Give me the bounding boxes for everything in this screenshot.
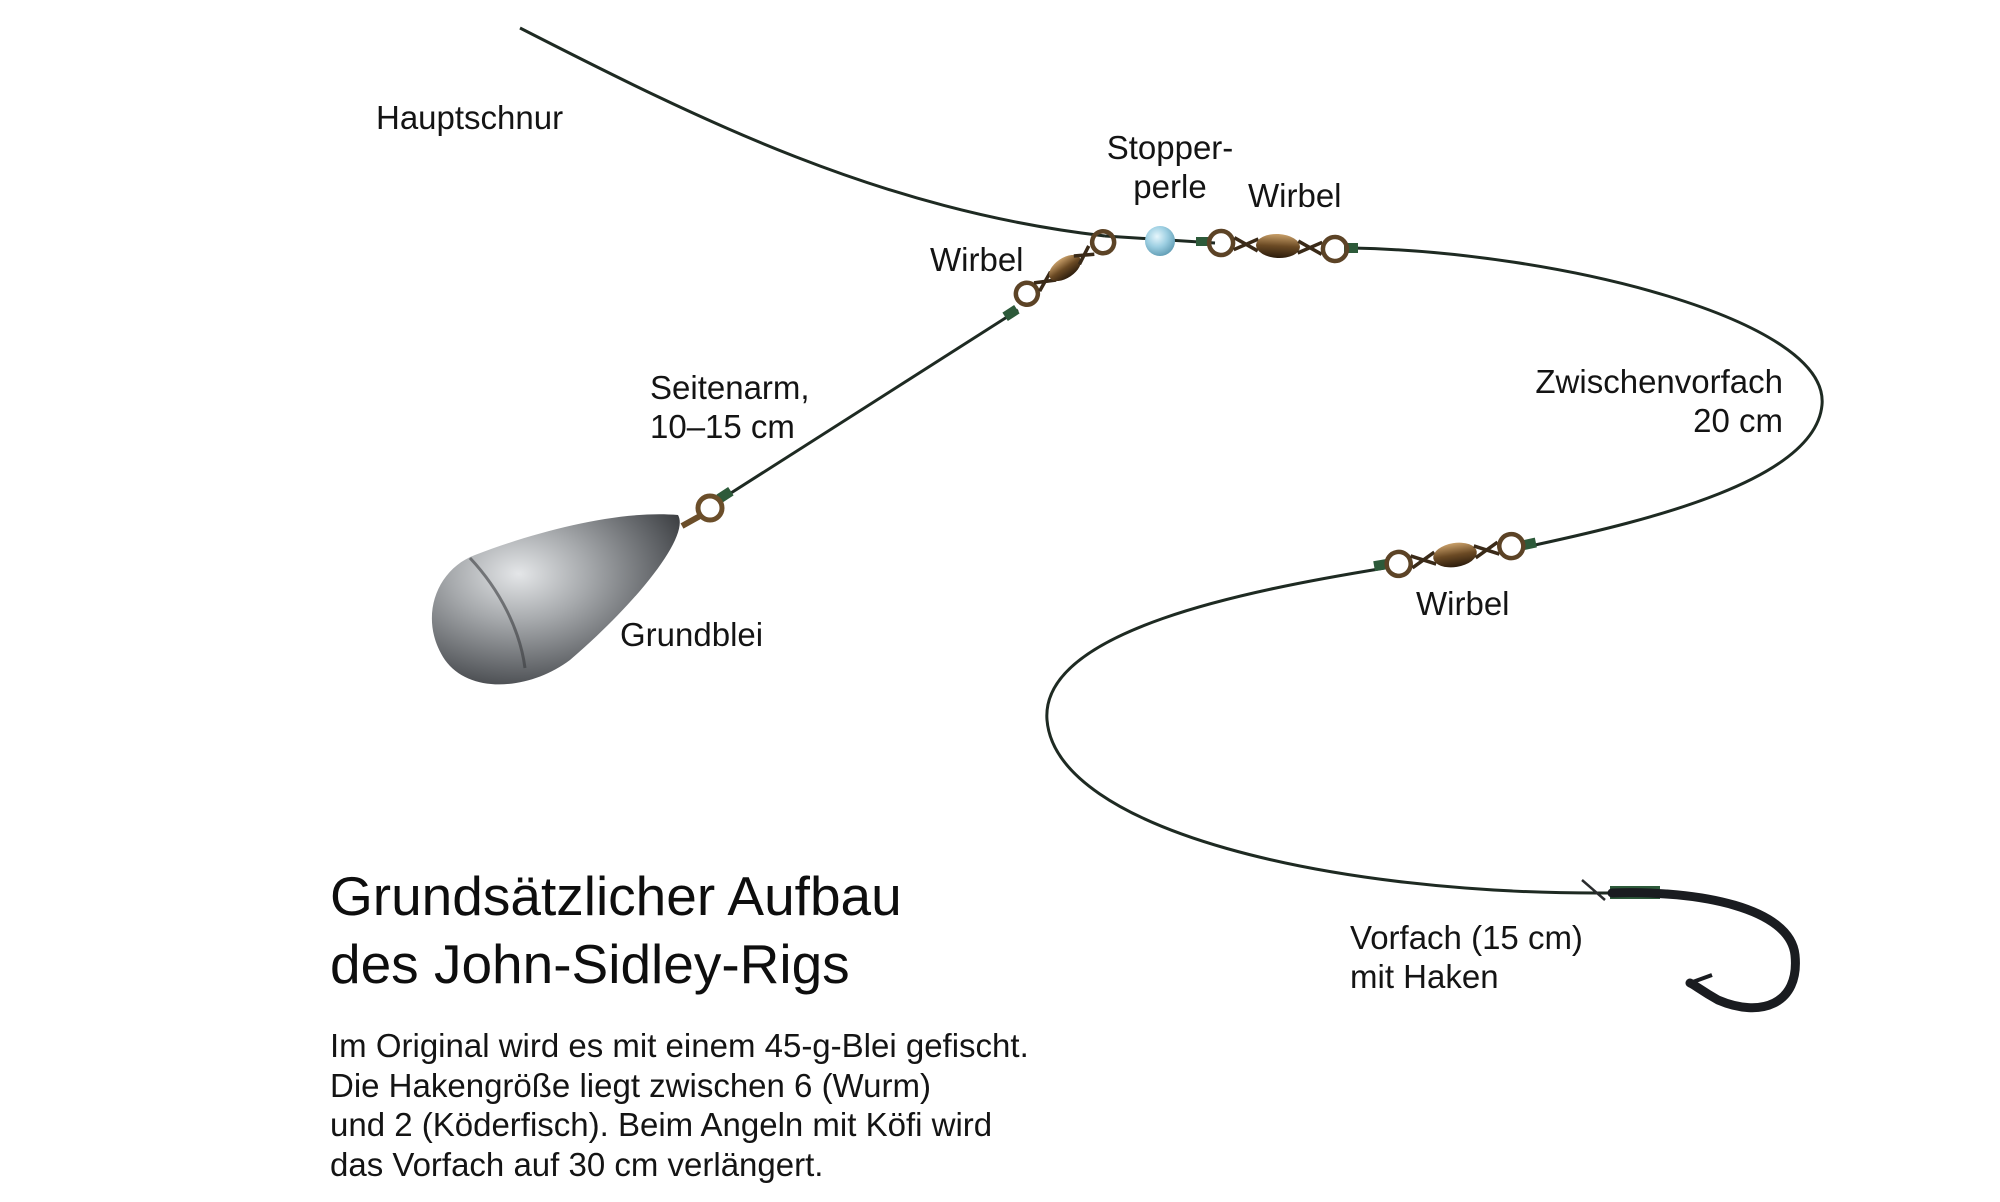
- swivel-top-right: [1206, 228, 1350, 264]
- hook: [1581, 879, 1800, 1013]
- sleeve-right-swivel: [1344, 243, 1358, 253]
- label-vorfach-line1: Vorfach (15 cm): [1350, 919, 1583, 956]
- hook-trace: [1045, 566, 1611, 895]
- sleeve-bead-left: [1196, 237, 1208, 246]
- description-line4: das Vorfach auf 30 cm verlängert.: [330, 1145, 824, 1183]
- label-wirbel-top-right: Wirbel: [1248, 177, 1342, 214]
- label-vorfach: Vorfach (15 cm) mit Haken: [1350, 918, 1583, 996]
- description-line2: Die Hakengröße liegt zwischen 6 (Wurm): [330, 1066, 931, 1104]
- label-hauptschnur: Hauptschnur: [376, 99, 564, 136]
- label-zwischenvorfach-line2: 20 cm: [1693, 402, 1783, 439]
- diagram-title: Grundsätzlicher Aufbau des John-Sidley-R…: [330, 862, 902, 998]
- label-zwischenvorfach: Zwischenvorfach 20 cm: [1480, 362, 1783, 440]
- intermediate-trace: [1351, 246, 1824, 547]
- label-seitenarm-line1: Seitenarm,: [650, 369, 810, 406]
- lead-eye: [680, 493, 725, 529]
- lead-weight: [431, 514, 680, 685]
- side-arm-line: [719, 308, 1019, 502]
- main-line: [519, 26, 1106, 238]
- swivel-bottom: [1384, 531, 1526, 579]
- description-line1: Im Original wird es mit einem 45-g-Blei …: [330, 1027, 1029, 1064]
- stopper-bead: [1145, 226, 1175, 256]
- title-line1: Grundsätzlicher Aufbau: [330, 865, 902, 927]
- label-stopperperle-line2: perle: [1133, 168, 1207, 205]
- swivel-top-left: [1013, 229, 1117, 307]
- description-line3: und 2 (Köderfisch). Beim Angeln mit Köfi…: [330, 1106, 993, 1143]
- label-wirbel-top-left: Wirbel: [930, 241, 1024, 278]
- title-line2: des John-Sidley-Rigs: [330, 933, 850, 995]
- label-stopperperle-line1: Stopper-: [1106, 129, 1234, 166]
- sleeve-side-arm-top: [1002, 304, 1020, 322]
- diagram-description: Im Original wird es mit einem 45-g-Blei …: [330, 1026, 1029, 1184]
- label-wirbel-bottom: Wirbel: [1416, 585, 1510, 622]
- label-zwischenvorfach-line1: Zwischenvorfach: [1535, 363, 1783, 400]
- label-stopperperle: Stopper- perle: [1100, 128, 1240, 206]
- label-vorfach-line2: mit Haken: [1350, 958, 1499, 995]
- label-grundblei: Grundblei: [620, 616, 764, 653]
- label-seitenarm-line2: 10–15 cm: [650, 408, 795, 445]
- label-seitenarm: Seitenarm, 10–15 cm: [650, 368, 810, 446]
